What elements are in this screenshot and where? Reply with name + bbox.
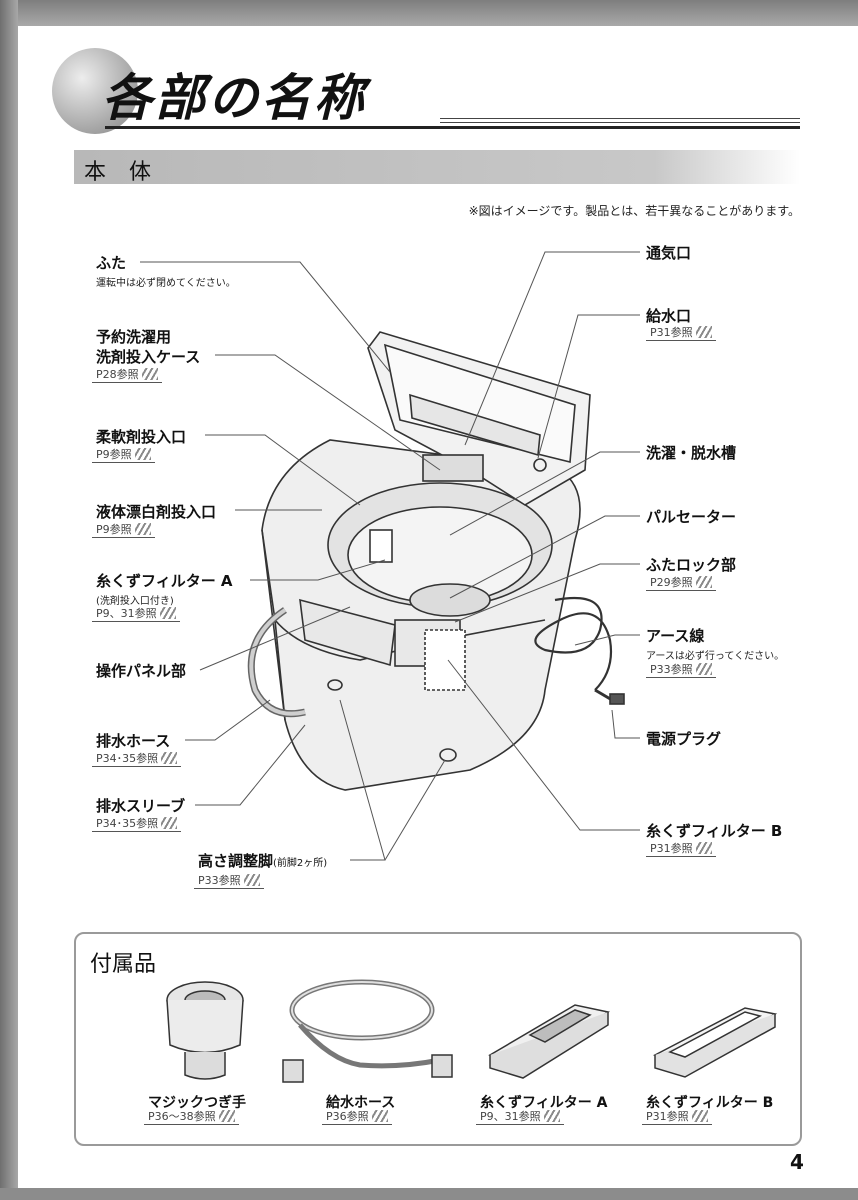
accessories-box [74, 932, 802, 1146]
accessory-label-supply-hose: 給水ホース [326, 1095, 396, 1111]
title-rule [105, 126, 800, 129]
part-label-power-plug: 電源プラグ [646, 730, 722, 748]
page-ref-filter-a: P9、31参照 [476, 1110, 564, 1125]
page-frame-left [0, 0, 18, 1200]
page-ref-drain-hose: P34･35参照 [92, 752, 182, 767]
part-label-water-inlet: 給水口 [646, 307, 692, 325]
part-label-detergent-case-1: 予約洗濯用 [96, 328, 172, 346]
part-label-control-panel: 操作パネル部 [96, 662, 187, 680]
page-ref-supply-hose: P36参照 [322, 1110, 392, 1125]
page-number: 4 [790, 1150, 804, 1174]
accessory-label-joint: マジックつぎ手 [148, 1095, 246, 1111]
page-ref-joint: P36～38参照 [144, 1110, 239, 1125]
page-ref-softener-inlet: P9参照 [92, 448, 155, 463]
part-note-earth-wire: アースは必ず行ってください。 [646, 651, 785, 662]
page-title: 各部の名称 [102, 69, 367, 127]
title-ball-decoration [52, 48, 138, 134]
page-ref-lint-filter-a: P9、31参照 [92, 607, 180, 622]
part-label-lint-filter-a: 糸くずフィルター A [96, 572, 233, 590]
page-ref-detergent-case: P28参照 [92, 368, 162, 383]
page-ref-lid-lock: P29参照 [646, 576, 716, 591]
section-bar [74, 150, 800, 184]
part-label-drain-sleeve: 排水スリーブ [96, 797, 186, 815]
title-rule [440, 122, 800, 123]
accessories-title: 付属品 [90, 952, 157, 977]
part-label-lid-lock: ふたロック部 [646, 556, 737, 574]
page-ref-water-inlet: P31参照 [646, 326, 716, 341]
part-label-vent: 通気口 [646, 244, 692, 262]
image-note: ※図はイメージです。製品とは、若干異なることがあります。 [468, 204, 800, 218]
page-ref-earth-wire: P33参照 [646, 663, 716, 678]
page-frame-top [0, 0, 858, 26]
page-frame-bottom [0, 1188, 858, 1200]
part-note-lid: 運転中は必ず閉めてください。 [96, 278, 236, 289]
part-label-earth-wire: アース線 [646, 627, 705, 645]
page-ref-lint-filter-b: P31参照 [646, 842, 716, 857]
part-label-lint-filter-b: 糸くずフィルター B [646, 822, 783, 840]
accessory-label-filter-a: 糸くずフィルター A [480, 1095, 608, 1111]
part-label-detergent-case-2: 洗剤投入ケース [96, 348, 201, 366]
page-ref-drain-sleeve: P34･35参照 [92, 817, 182, 832]
page-ref-bleach-inlet: P9参照 [92, 523, 155, 538]
part-label-bleach-inlet: 液体漂白剤投入口 [96, 503, 217, 521]
part-label-softener-inlet: 柔軟剤投入口 [96, 428, 187, 446]
page-ref-height-feet: P33参照 [194, 874, 264, 889]
page-ref-filter-b: P31参照 [642, 1110, 712, 1125]
part-label-height-feet: 高さ調整脚(前脚2ヶ所) [198, 852, 328, 870]
accessory-label-filter-b: 糸くずフィルター B [646, 1095, 774, 1111]
section-title: 本 体 [84, 160, 159, 185]
part-note-lint-filter-a: (洗剤投入口付き) [96, 596, 174, 607]
part-label-pulsator: パルセーター [646, 508, 737, 526]
title-rule [440, 118, 800, 119]
part-label-lid: ふた [96, 254, 127, 272]
part-label-wash-tub: 洗濯・脱水槽 [646, 444, 737, 462]
part-label-drain-hose: 排水ホース [96, 732, 171, 750]
